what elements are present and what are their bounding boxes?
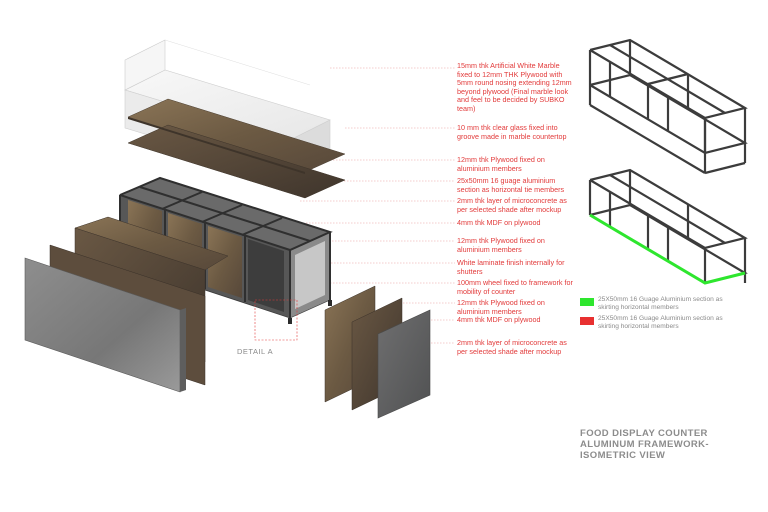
detail-a-label: DETAIL A — [237, 347, 274, 356]
legend-text-green: 25X50mm 16 Guage Aluminium section as sk… — [598, 296, 723, 311]
side-panels-exploded — [324, 285, 431, 419]
legend-text-red: 25X50mm 16 Guage Aluminium section as sk… — [598, 315, 723, 330]
legend-item-green: 25X50mm 16 Guage Aluminium section as sk… — [580, 296, 730, 316]
plywood-sheets-top — [127, 98, 346, 199]
drawing-title: FOOD DISPLAY COUNTER ALUMINUM FRAMEWORK-… — [580, 428, 709, 461]
note-microconcrete-2: 2mm thk layer of microconcrete as per se… — [457, 338, 567, 356]
framework-isometric-skirting — [588, 168, 748, 285]
framework-isometric-top — [588, 38, 748, 175]
legend-swatch-red — [580, 317, 594, 325]
note-laminate: White laminate finish internally for shu… — [457, 258, 565, 276]
note-mdf-2: 4mm thk MDF on plywood — [457, 315, 541, 324]
note-marble-countertop: 15mm thk Artificial White Marble fixed t… — [457, 61, 572, 113]
legend-item-red: 25X50mm 16 Guage Aluminium section as sk… — [580, 315, 730, 335]
legend-swatch-green — [580, 298, 594, 306]
note-wheel: 100mm wheel fixed to framework for mobil… — [457, 278, 573, 296]
front-panels-exploded — [24, 216, 229, 393]
note-tie-members: 25x50mm 16 guage aluminium section as ho… — [457, 176, 565, 194]
note-plywood-2: 12mm thk Plywood fixed on aluminium memb… — [457, 236, 545, 254]
note-microconcrete-1: 2mm thk layer of microconcrete as per se… — [457, 196, 567, 214]
note-plywood-3: 12mm thk Plywood fixed on aluminium memb… — [457, 298, 545, 316]
note-plywood-top: 12mm thk Plywood fixed on aluminium memb… — [457, 155, 545, 173]
note-mdf-1: 4mm thk MDF on plywood — [457, 218, 541, 227]
note-glass: 10 mm thk clear glass fixed into groove … — [457, 123, 567, 141]
